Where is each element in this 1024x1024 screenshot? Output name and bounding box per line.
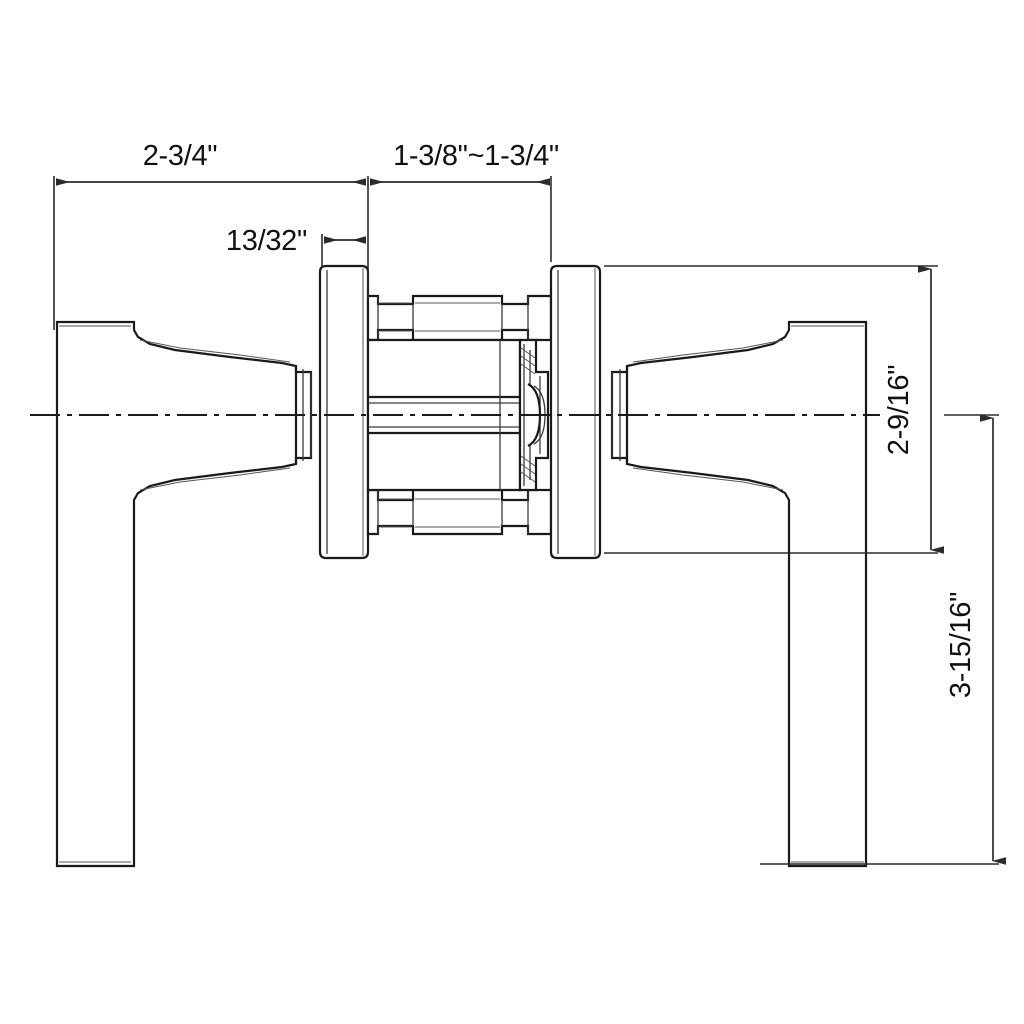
mounting-post-upper [366,294,553,342]
dimension-2-3-4: 2-3/4" [53,140,369,330]
dimension-1-3-8-to-1-3-4: 1-3/8"~1-3/4" [370,140,559,262]
dimension-label-2-3-4: 2-3/4" [143,140,218,172]
dimension-label-13-32: 13/32" [226,225,307,257]
dimension-label-door-thickness: 1-3/8"~1-3/4" [393,140,559,172]
left-rosette-plate [318,264,370,560]
dimension-label-3-15-16: 3-15/16" [945,592,977,698]
left-lever-handle [55,320,313,868]
right-rosette-plate [549,264,602,560]
dimension-label-2-9-16: 2-9/16" [883,365,915,455]
dimension-3-15-16: 3-15/16" [760,414,1006,865]
mounting-post-lower [366,488,553,536]
dimension-2-9-16: 2-9/16" [604,265,944,554]
dimension-13-32: 13/32" [226,225,366,268]
right-lever-handle [610,320,868,868]
